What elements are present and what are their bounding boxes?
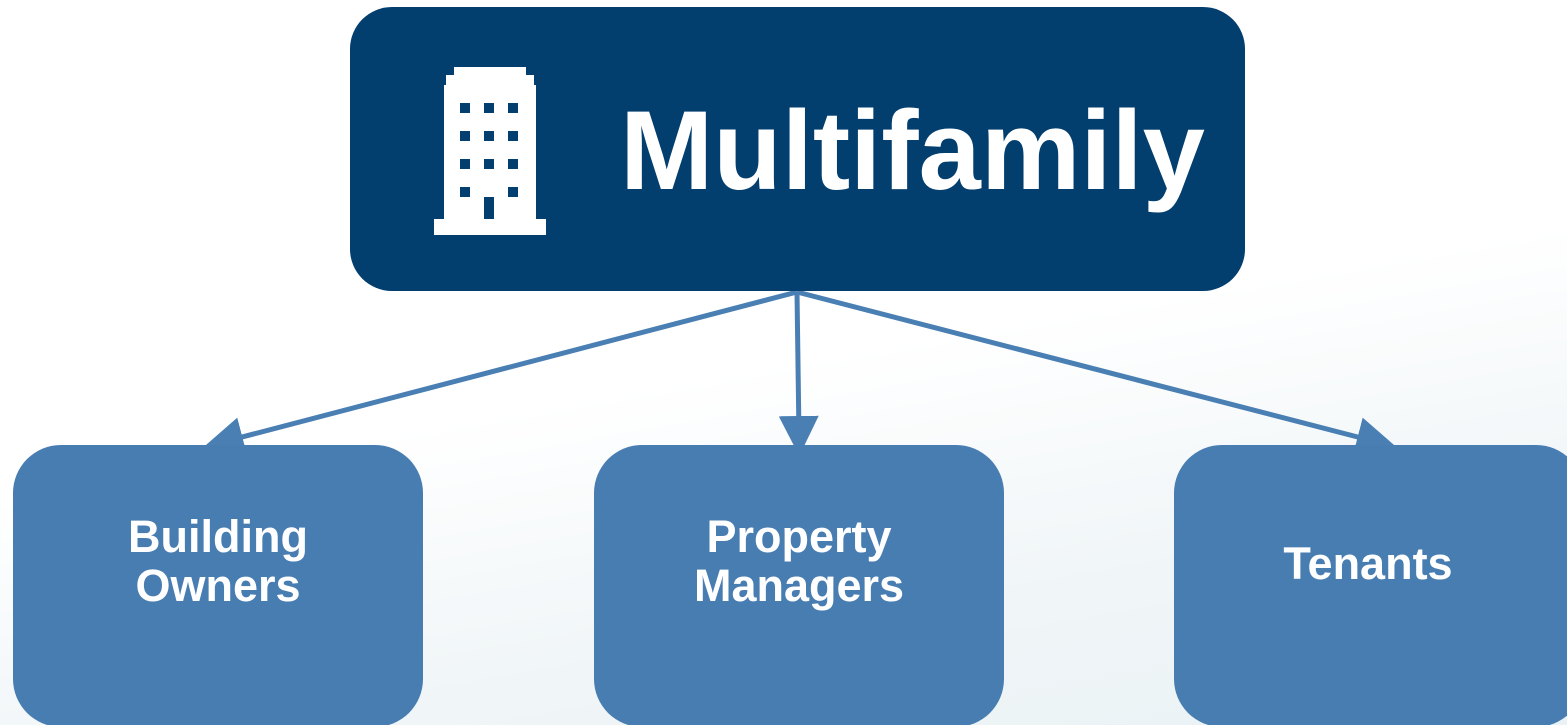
label-line-2: Managers	[693, 560, 905, 611]
child-node-tenants: Tenants	[1174, 445, 1567, 725]
label-line-1: Tenants	[1283, 537, 1453, 589]
root-node-title: Multifamily	[620, 88, 1205, 213]
label-line-2: Owners	[135, 560, 301, 611]
child-node-building-owners: Building Owners	[13, 445, 423, 725]
label-line-1: Property	[706, 511, 892, 563]
child-node-property-managers: Property Managers	[594, 445, 1004, 725]
child-node-label: Tenants	[1238, 537, 1498, 589]
root-node-multifamily: Multifamily	[350, 7, 1245, 291]
label-line-1: Building	[128, 511, 308, 563]
building-icon	[434, 67, 546, 235]
child-node-label: Building Owners	[68, 513, 368, 610]
child-node-label: Property Managers	[649, 513, 949, 610]
